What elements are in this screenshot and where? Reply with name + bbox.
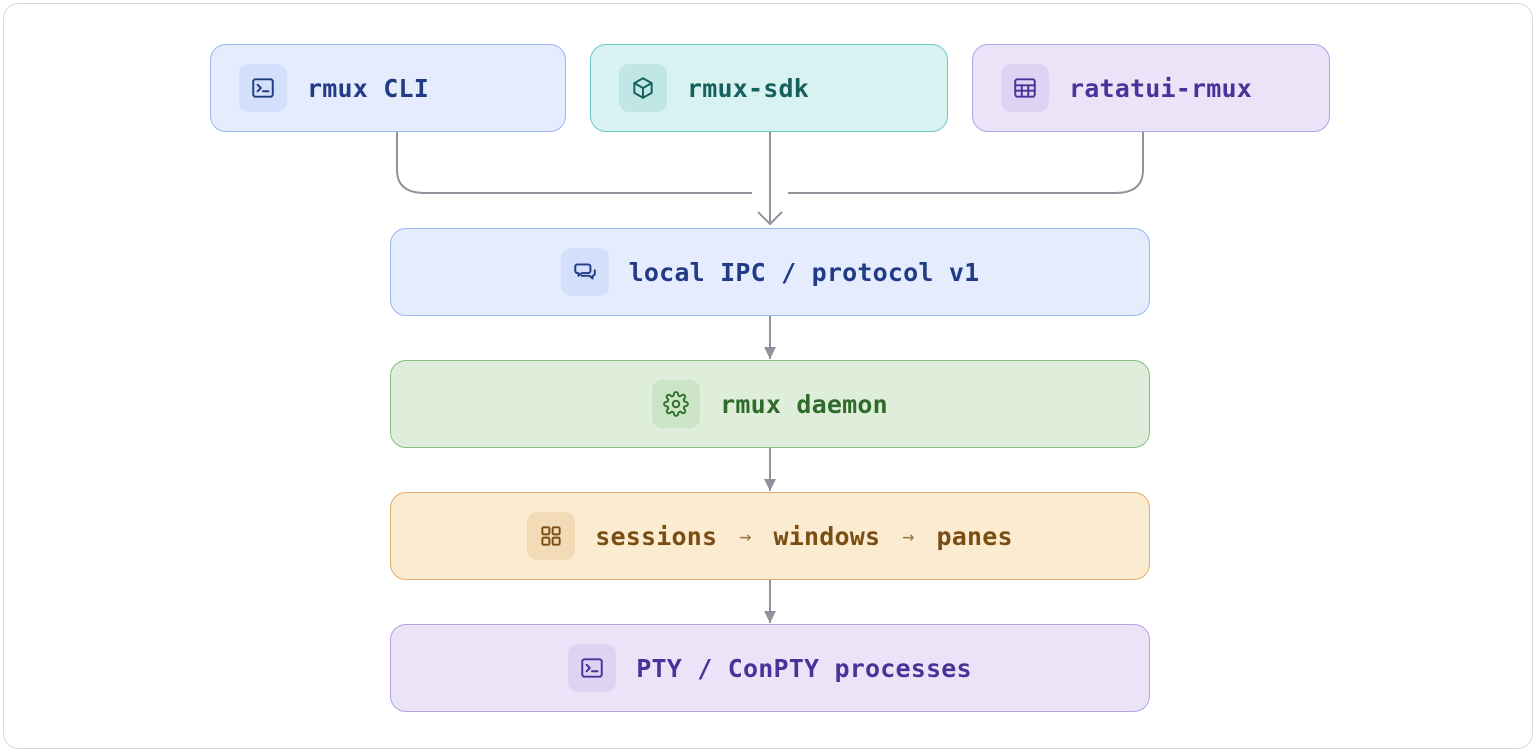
connector-cli: [396, 131, 752, 194]
node-rmux-cli: rmux CLI: [210, 44, 566, 132]
node-label: rmux CLI: [307, 73, 430, 103]
hierarchy-item-panes: panes: [936, 521, 1013, 551]
gear-icon: [652, 380, 701, 428]
node-sessions-windows-panes: sessions → windows → panes: [390, 492, 1150, 580]
terminal-icon: [568, 644, 617, 692]
hierarchy-item-sessions: sessions: [595, 521, 718, 551]
node-label: rmux daemon: [720, 389, 888, 419]
node-rmux-sdk: rmux-sdk: [590, 44, 948, 132]
hierarchy-chain: sessions → windows → panes: [595, 522, 1013, 551]
node-label: local IPC / protocol v1: [628, 257, 980, 287]
node-label: PTY / ConPTY processes: [636, 653, 972, 683]
node-rmux-daemon: rmux daemon: [390, 360, 1150, 448]
terminal-icon: [239, 64, 287, 112]
package-icon: [619, 64, 667, 112]
chat-bubbles-icon: [560, 248, 609, 296]
node-label: rmux-sdk: [687, 73, 810, 103]
grid-icon: [527, 512, 576, 560]
node-ratatui-rmux: ratatui-rmux: [972, 44, 1330, 132]
hierarchy-separator: →: [739, 524, 752, 548]
table-icon: [1001, 64, 1049, 112]
node-local-ipc: local IPC / protocol v1: [390, 228, 1150, 316]
connector-ratatui: [788, 131, 1144, 194]
hierarchy-separator: →: [902, 524, 915, 548]
node-pty-processes: PTY / ConPTY processes: [390, 624, 1150, 712]
open-arrowhead: [757, 211, 783, 226]
hierarchy-item-windows: windows: [773, 521, 881, 551]
node-label: ratatui-rmux: [1069, 73, 1253, 103]
